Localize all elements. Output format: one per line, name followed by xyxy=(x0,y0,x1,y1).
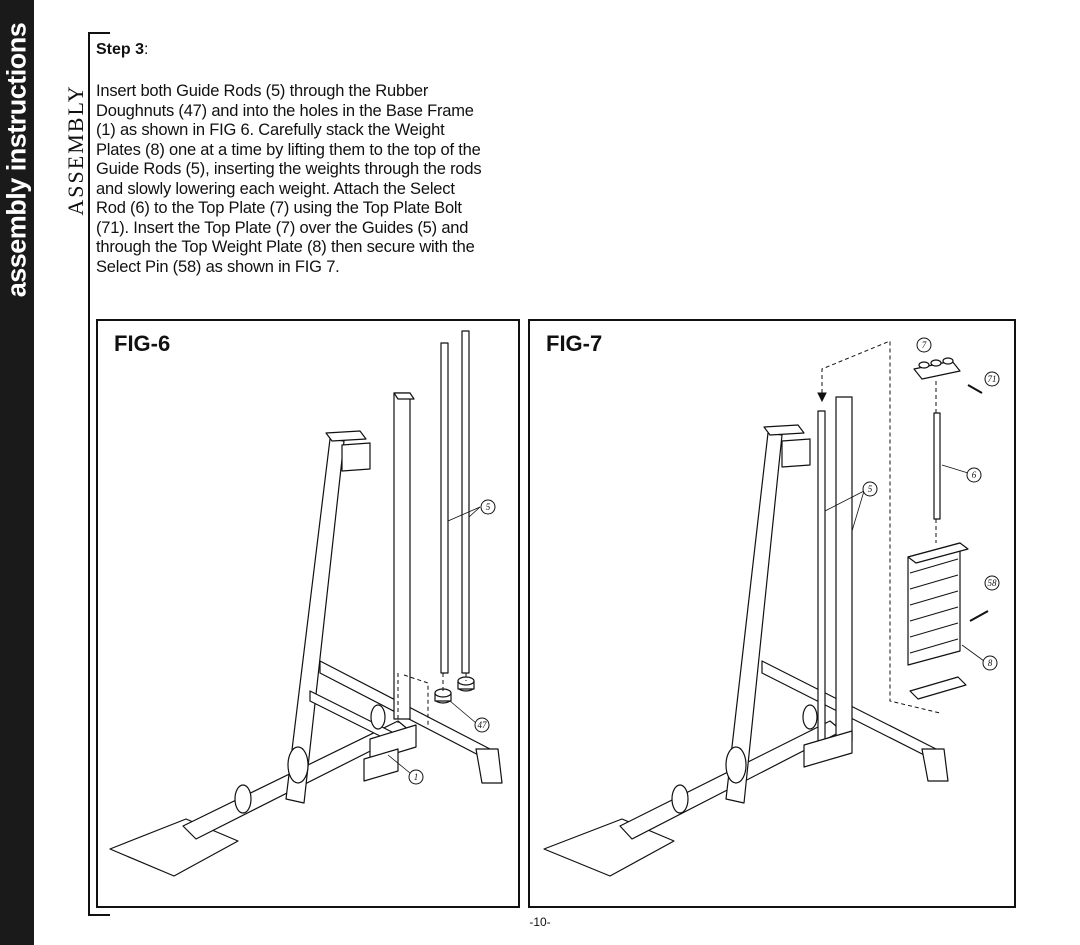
guide-rod-1 xyxy=(817,410,826,742)
guide-post xyxy=(393,392,411,720)
figure-6-illustration: 5 47 1 xyxy=(109,330,503,877)
select-rod xyxy=(933,412,941,520)
callout-47: 47 xyxy=(478,720,488,730)
callout-8: 8 xyxy=(988,658,993,668)
guide-post xyxy=(835,396,853,742)
figure-7-illustration: 7 71 6 5 58 8 xyxy=(543,337,1000,877)
guide-rod-1 xyxy=(440,342,449,674)
sidebar: assembly instructions xyxy=(0,0,34,945)
callout-58: 58 xyxy=(988,578,998,588)
section-label: ASSEMBLY xyxy=(63,84,88,216)
callout-5: 5 xyxy=(868,484,873,494)
main-upright xyxy=(285,438,345,804)
main-upright xyxy=(725,432,783,804)
callout-71: 71 xyxy=(988,374,997,384)
sidebar-title: assembly instructions xyxy=(1,22,32,298)
figure-7: 7 71 6 5 58 8 FIG-7 xyxy=(528,319,1016,908)
bottom-plate xyxy=(909,676,967,700)
base-frame xyxy=(369,724,417,762)
step-colon: : xyxy=(144,41,149,58)
guide-rod-2 xyxy=(461,330,470,674)
page-number: -10- xyxy=(529,915,551,929)
section-bracket xyxy=(88,32,110,916)
callout-6: 6 xyxy=(972,470,977,480)
callout-5: 5 xyxy=(486,502,491,512)
figure-6-label: FIG-6 xyxy=(114,331,171,356)
callout-1: 1 xyxy=(414,772,419,782)
figure-6: 5 47 1 FIG-6 xyxy=(96,319,520,908)
step-title: Step 3 xyxy=(96,41,145,58)
callout-7: 7 xyxy=(922,340,927,350)
figure-7-label: FIG-7 xyxy=(546,331,603,356)
step-heading: Step 3: xyxy=(96,41,148,59)
step-instructions: Insert both Guide Rods (5) through the R… xyxy=(96,82,482,276)
